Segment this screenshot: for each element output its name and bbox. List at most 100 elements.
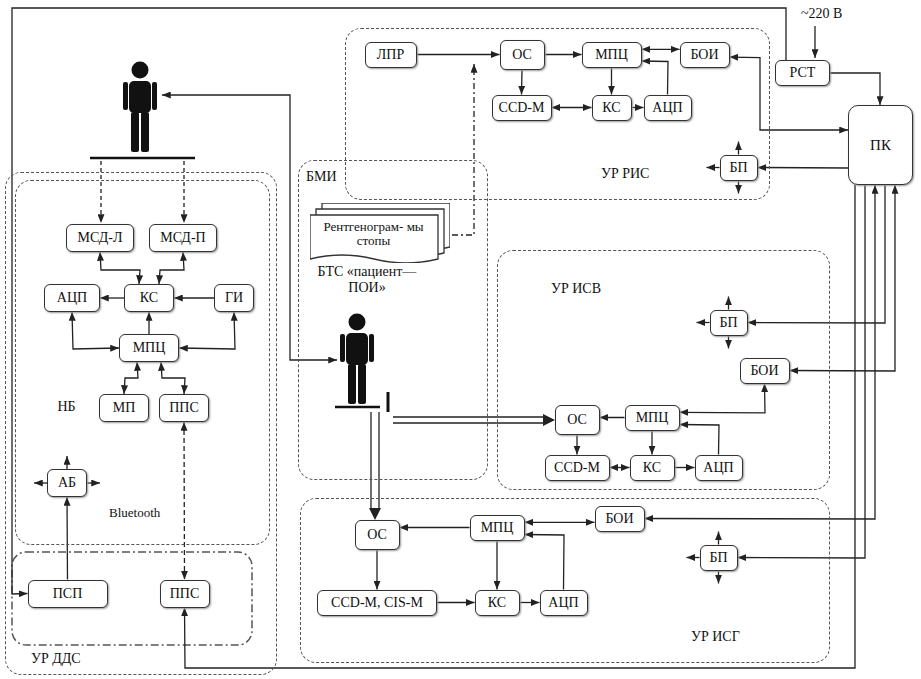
sub-region <box>12 552 252 645</box>
connector <box>830 73 880 105</box>
xray-link <box>452 64 474 235</box>
block-box: ОС <box>355 520 400 550</box>
block-label: ЛПР <box>377 47 404 62</box>
block-label: АЦП <box>57 290 87 305</box>
block-label: КС <box>643 460 661 475</box>
dashed-group: НБМСД-ЛМСД-ПАЦПКСГИМПЦМПППСАБ <box>15 180 270 545</box>
block-box: ОС <box>555 405 600 435</box>
free-label: ~220 В <box>800 6 843 22</box>
power-stub <box>34 482 47 483</box>
connector <box>748 185 886 323</box>
connector <box>100 297 124 298</box>
power-stub <box>707 167 720 168</box>
connector <box>610 467 630 468</box>
block-box: КС <box>475 590 520 616</box>
block-box: МПЦ <box>625 405 680 431</box>
group-label: БТС «пациент—ПОИ» <box>307 264 427 296</box>
block-box: КС <box>630 455 675 481</box>
connector <box>100 252 140 284</box>
block-box: БОИ <box>595 506 645 532</box>
block-label: ППС <box>169 400 199 415</box>
block-box: АЦП <box>44 284 100 312</box>
connector <box>642 49 680 50</box>
block-box: БОИ <box>680 42 730 68</box>
block-label: АЦП <box>548 595 578 610</box>
connector <box>72 312 119 349</box>
connector <box>12 8 786 594</box>
dashed-group: УР РИСЛПРОСМПЦБОИCCD-MКСАЦПБП <box>345 28 770 200</box>
block-box: БП <box>720 155 758 181</box>
block-box: ГИ <box>214 284 254 312</box>
group-label: УР РИС <box>601 166 649 182</box>
block-box: CCD-M <box>545 455 610 481</box>
power-stub <box>687 557 700 558</box>
connector <box>680 384 766 413</box>
power-stub <box>87 482 100 483</box>
block-label: МПЦ <box>636 410 669 425</box>
block-label: БП <box>729 160 747 175</box>
dashed-group: УР ИСГ ОС МПЦ БОИ БП CCD-M, CIS-M КС АЦП <box>300 498 830 663</box>
block-label: РСТ <box>790 65 816 80</box>
document-page <box>310 215 438 263</box>
block-box: МПЦ <box>470 515 525 541</box>
connector <box>179 312 235 349</box>
block-box: CCD-M <box>492 95 552 121</box>
platform <box>90 157 195 160</box>
block-box: КС <box>124 284 174 312</box>
connector <box>730 57 849 130</box>
group-label: УР ИСГ <box>691 629 740 645</box>
mains-arrow <box>814 26 815 58</box>
platform <box>335 406 380 409</box>
connector <box>437 602 475 603</box>
connector <box>552 107 592 108</box>
block-label: МПЦ <box>133 340 166 355</box>
block-box: АЦП <box>540 590 588 616</box>
block-label: CCD-M, CIS-M <box>331 595 423 610</box>
block-label: CCD-M <box>499 100 545 115</box>
block-label: ПСП <box>53 586 83 601</box>
connector <box>66 497 68 580</box>
block-box: БП <box>700 545 738 571</box>
dashed-group: УР ИСВБПБОИОСМПЦCCD-MКСАЦП <box>497 250 830 490</box>
image-link <box>393 416 546 417</box>
connector <box>790 185 896 371</box>
power-stub <box>66 456 67 469</box>
block-label: ОС <box>367 527 387 542</box>
block-label: БП <box>709 550 727 565</box>
block-label: КС <box>140 290 158 305</box>
connector <box>642 61 669 95</box>
power-stub <box>718 532 719 545</box>
block-box: ППС <box>159 394 209 422</box>
connector <box>611 68 612 95</box>
block-box: МПЦ <box>119 334 179 362</box>
dashed-group: БМИБТС «пациент—ПОИ»Рентгенограм- мы сто… <box>298 160 488 480</box>
block-label: ГИ <box>225 290 243 305</box>
block-label: МСД-П <box>160 230 205 245</box>
connector <box>651 431 652 455</box>
power-stub <box>728 336 729 349</box>
block-box: МСД-Л <box>66 224 134 252</box>
power-stub <box>738 142 739 155</box>
person-figure <box>123 62 157 153</box>
block-label: АЦП <box>703 460 733 475</box>
connector <box>400 527 470 528</box>
block-label: ПК <box>870 137 891 154</box>
connector <box>521 70 523 95</box>
connector <box>159 252 184 284</box>
block-label: БОИ <box>690 47 718 62</box>
arrow-head <box>543 414 555 426</box>
block-label: МП <box>113 400 136 415</box>
block-box: CCD-M, CIS-M <box>317 590 437 616</box>
block-label: ОС <box>512 47 532 62</box>
block-box: БОИ <box>740 358 790 384</box>
block-box: КС <box>592 95 632 121</box>
connector <box>183 422 185 580</box>
block-box: АЦП <box>695 455 743 481</box>
connector <box>496 541 497 590</box>
block-label: CCD-M <box>554 460 600 475</box>
group-label: УР ИСВ <box>551 281 601 297</box>
sensor-link <box>100 161 101 223</box>
connector <box>161 362 185 394</box>
block-label: АБ <box>58 475 76 490</box>
